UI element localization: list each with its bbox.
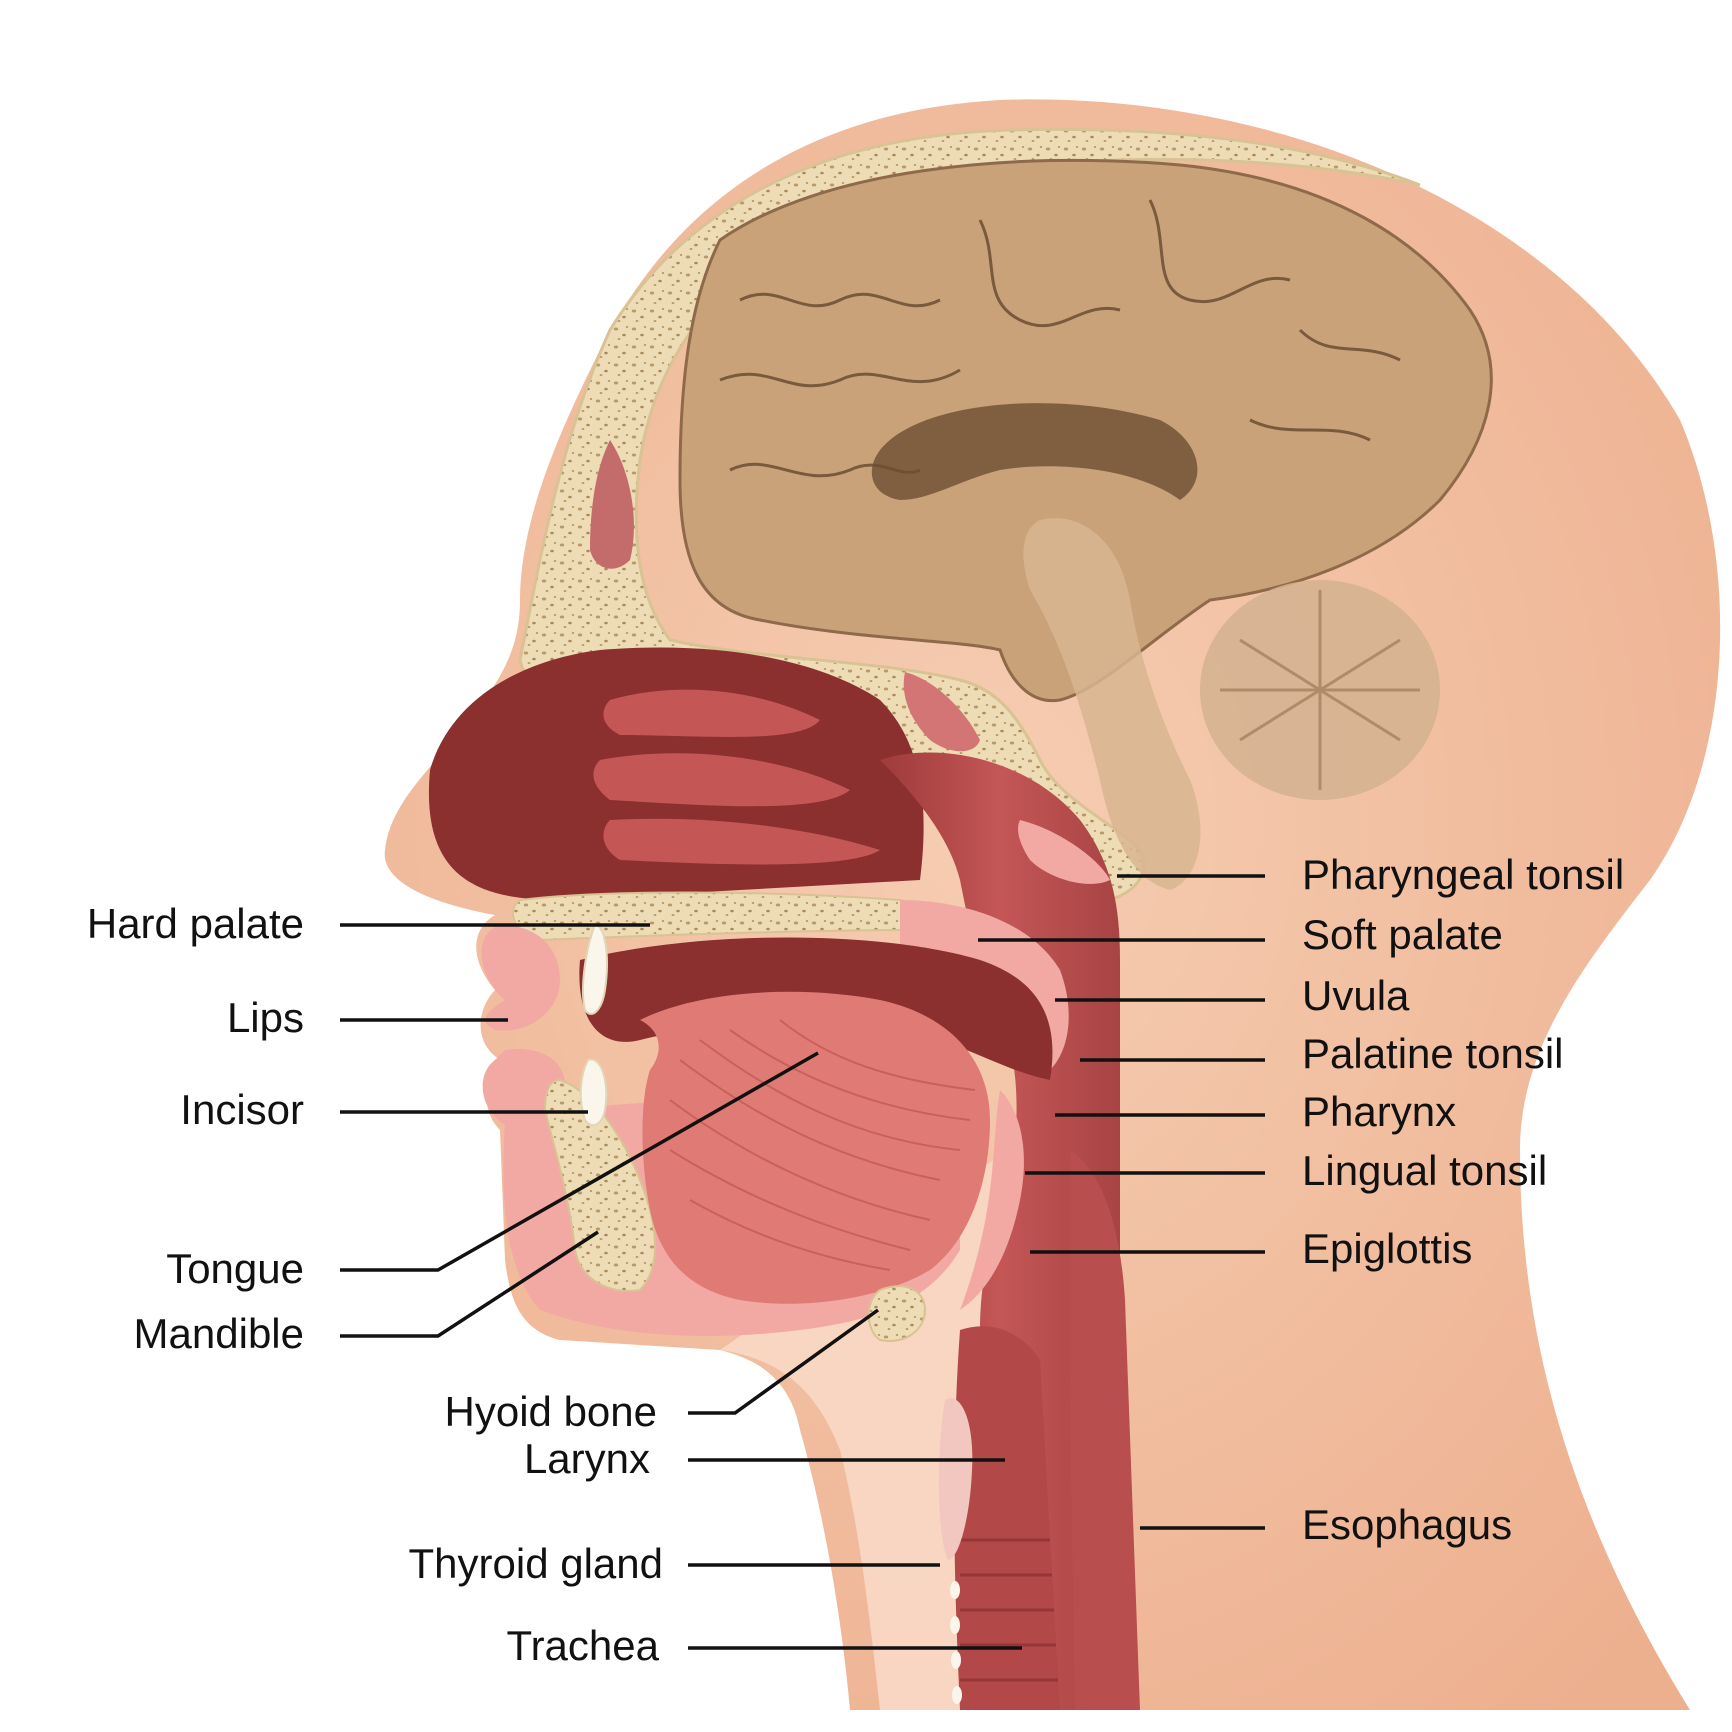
label-lingual-tonsil: Lingual tonsil <box>1302 1147 1548 1194</box>
lower-incisor <box>579 1058 608 1127</box>
brain-gyri <box>719 199 1401 478</box>
trachea-rings <box>960 1538 1058 1682</box>
cartilage-dots <box>950 1581 962 1704</box>
sphenoid-sinus <box>903 672 980 752</box>
label-uvula: Uvula <box>1302 972 1410 1019</box>
label-hyoid-bone: Hyoid bone <box>444 1388 657 1435</box>
leader-mandible <box>340 1230 599 1338</box>
label-hard-palate: Hard palate <box>86 900 304 947</box>
label-pharynx: Pharynx <box>1302 1088 1457 1135</box>
mandible-bone <box>543 1078 656 1292</box>
corpus-callosum <box>871 403 1198 500</box>
leader-tongue <box>340 1051 819 1272</box>
label-soft-palate: Soft palate <box>1302 911 1503 958</box>
larynx-trachea <box>954 1326 1060 1710</box>
leader-lines <box>340 874 1265 1650</box>
epiglottis-shape <box>960 1090 1024 1310</box>
brainstem <box>1023 518 1201 890</box>
label-incisor: Incisor <box>180 1086 304 1133</box>
label-esophagus: Esophagus <box>1302 1501 1513 1548</box>
tongue-muscle-fibers <box>669 1019 976 1271</box>
thyroid-gland-shape <box>938 1398 973 1560</box>
nasal-conchae <box>593 689 880 865</box>
label-epiglottis: Epiglottis <box>1302 1225 1473 1272</box>
label-thyroid-gland: Thyroid gland <box>408 1540 663 1587</box>
esophagus-shape <box>1069 1150 1140 1710</box>
label-trachea: Trachea <box>506 1622 659 1669</box>
label-palatine-tonsil: Palatine tonsil <box>1302 1030 1564 1077</box>
label-mandible: Mandible <box>133 1310 304 1357</box>
label-larynx: Larynx <box>523 1435 650 1482</box>
label-tongue: Tongue <box>166 1245 304 1292</box>
label-pharyngeal-tonsil: Pharyngeal tonsil <box>1302 851 1625 898</box>
label-lips: Lips <box>226 994 304 1041</box>
pharyngeal-tonsil-shape <box>1018 820 1110 884</box>
upper-lip <box>481 925 560 1031</box>
leader-hyoid-bone <box>688 1308 880 1415</box>
upper-incisor <box>582 923 608 1015</box>
tongue-shape <box>640 991 990 1304</box>
frontal-sinus <box>590 440 634 569</box>
